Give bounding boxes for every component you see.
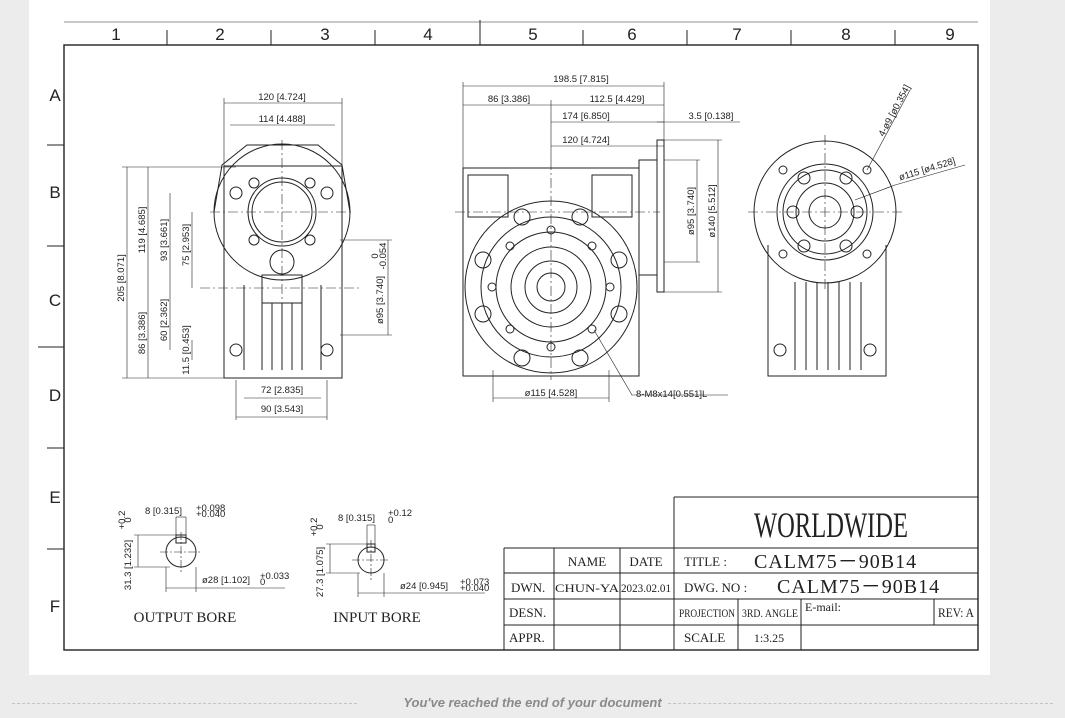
front-dim-90: 90 [3.543] [261,404,303,415]
front-dim-114: 114 [4.488] [259,114,306,125]
front-dim-ø95-tol-lower: -0.054 [378,243,389,270]
title-block-text: WORLDWIDE NAME DATE TITLE : CALM75－90B14… [509,505,975,645]
input-bore-height-tol-lower: 0 [315,524,326,529]
front-dim-86: 86 [3.386] [137,312,148,354]
front-dim-ø95: ø95 [3.740] [375,276,386,324]
front-dim-75: 75 [2.953] [181,224,192,266]
side-dim-bolts: 8-M8x14[0.551]L [636,389,707,400]
input-bore-height: 27.3 [1.075] [315,547,326,597]
grid-row-a: A [49,86,61,105]
dwg-value: CALM75－90B14 [777,576,940,598]
output-bore-width: 8 [0.315] [145,506,182,517]
front-dim-93: 93 [3.661] [159,219,170,261]
grid-col-7: 7 [732,25,741,44]
side-dim-ø115: ø115 [4.528] [525,388,578,399]
name-header: NAME [568,554,606,569]
scale-value: 1:3.25 [754,631,784,645]
side-dim-ø95: ø95 [3.740] [686,187,697,235]
output-bore-height-tol-upper: +0.2 [117,511,128,530]
end-divider-right [668,703,1053,704]
output-bore-width-tol-upper: +0.098 [196,503,225,514]
grid-row-d: D [49,386,61,405]
dwg-label: DWG. NO : [684,580,747,595]
side-dim-86: 86 [3.386] [488,94,530,105]
grid-col-3: 3 [320,25,329,44]
grid-row-f: F [50,597,60,616]
output-bore-dia: ø28 [1.102] [202,575,250,586]
output-bore-dia-tol-lower: 0 [260,577,265,588]
side-dim-112-5: 112.5 [4.429] [590,94,645,105]
input-bore-detail: 8 [0.315] +0.12 0 27.3 [1.075] +0.2 0 ø2… [309,508,489,626]
title-block [503,496,978,650]
grid-row-labels: A B C D E F [49,86,61,616]
title-value: CALM75－90B14 [754,551,917,573]
grid-col-5: 5 [528,25,537,44]
rev-label: REV: A [938,605,975,620]
flange-view: 4-ø9 [ø0.354] ø115 [ø4.528] [748,83,966,377]
input-bore-dia-tol-lower: +0.040 [460,583,489,594]
flange-dim-holes: 4-ø9 [ø0.354] [877,83,913,139]
input-bore-title: INPUT BORE [333,610,421,626]
output-bore-dia-tol-upper: +0.033 [260,571,289,582]
technical-drawing: 1 2 3 4 5 6 7 8 9 A B C D E F [38,20,979,651]
dwn-label: DWN. [511,580,545,595]
projection-label: PROJECTION [679,606,735,620]
grid-col-9: 9 [945,25,954,44]
side-dim-174: 174 [6.850] [562,111,610,122]
grid-col-2: 2 [215,25,224,44]
side-dim-120: 120 [4.724] [562,135,610,146]
front-view: 120 [4.724] 114 [4.488] 205 [8.071] 119 … [116,92,392,420]
front-dim-72: 72 [2.835] [261,385,303,396]
front-dim-60: 60 [2.362] [159,299,170,341]
grid-row-c: C [49,291,61,310]
grid-col-4: 4 [423,25,432,44]
grid-column-labels: 1 2 3 4 5 6 7 8 9 [111,25,954,44]
input-bore-dia-tol-upper: +0.073 [460,577,489,588]
scale-label: SCALE [684,630,725,645]
dwn-name: CHUN-YA [555,581,619,595]
output-bore-height-tol-lower: 0 [123,517,134,522]
input-bore-width: 8 [0.315] [338,513,375,524]
title-label: TITLE : [684,554,727,569]
input-bore-dia: ø24 [0.945] [400,581,448,592]
company-name: WORLDWIDE [754,505,908,545]
input-bore-width-tol-upper: +0.12 [388,508,412,519]
front-dim-205: 205 [8.071] [116,254,127,302]
end-of-document-message: You've reached the end of your document [403,695,662,710]
front-dim-119: 119 [4.685] [137,207,148,254]
end-divider-left [12,703,357,704]
output-bore-width-tol-lower: +0.040 [196,509,225,520]
front-dim-11-5: 11.5 [0.453] [181,325,192,374]
grid-col-8: 8 [841,25,850,44]
grid-row-b: B [49,183,60,202]
appr-label: APPR. [509,630,545,645]
grid-col-6: 6 [627,25,636,44]
email-label: E-mail: [805,600,841,614]
input-bore-width-tol-lower: 0 [388,515,393,526]
output-bore-title: OUTPUT BORE [134,610,237,626]
front-dim-120: 120 [4.724] [258,92,306,103]
side-dim-ø140: ø140 [5.512] [707,184,718,237]
side-view: 198.5 [7.815] 86 [3.386] 112.5 [4.429] 1… [455,74,740,402]
input-bore-height-tol-upper: +0.2 [309,518,320,537]
grid-row-e: E [49,488,60,507]
drawing-sheet: 1 2 3 4 5 6 7 8 9 A B C D E F [29,0,990,675]
dwn-date: 2023.02.01 [621,581,671,595]
output-bore-detail: 8 [0.315] +0.098 +0.040 31.3 [1.232] +0.… [117,503,289,626]
grid-col-1: 1 [111,25,120,44]
projection-value: 3RD. ANGLE [742,606,798,620]
side-dim-3-5: 3.5 [0.138] [689,111,734,122]
side-dim-198-5: 198.5 [7.815] [553,74,608,85]
output-bore-height: 31.3 [1.232] [123,540,134,590]
date-header: DATE [629,554,662,569]
front-dim-ø95-tol-upper: 0 [370,253,381,258]
border-frame [38,20,979,651]
desn-label: DESN. [509,605,546,620]
